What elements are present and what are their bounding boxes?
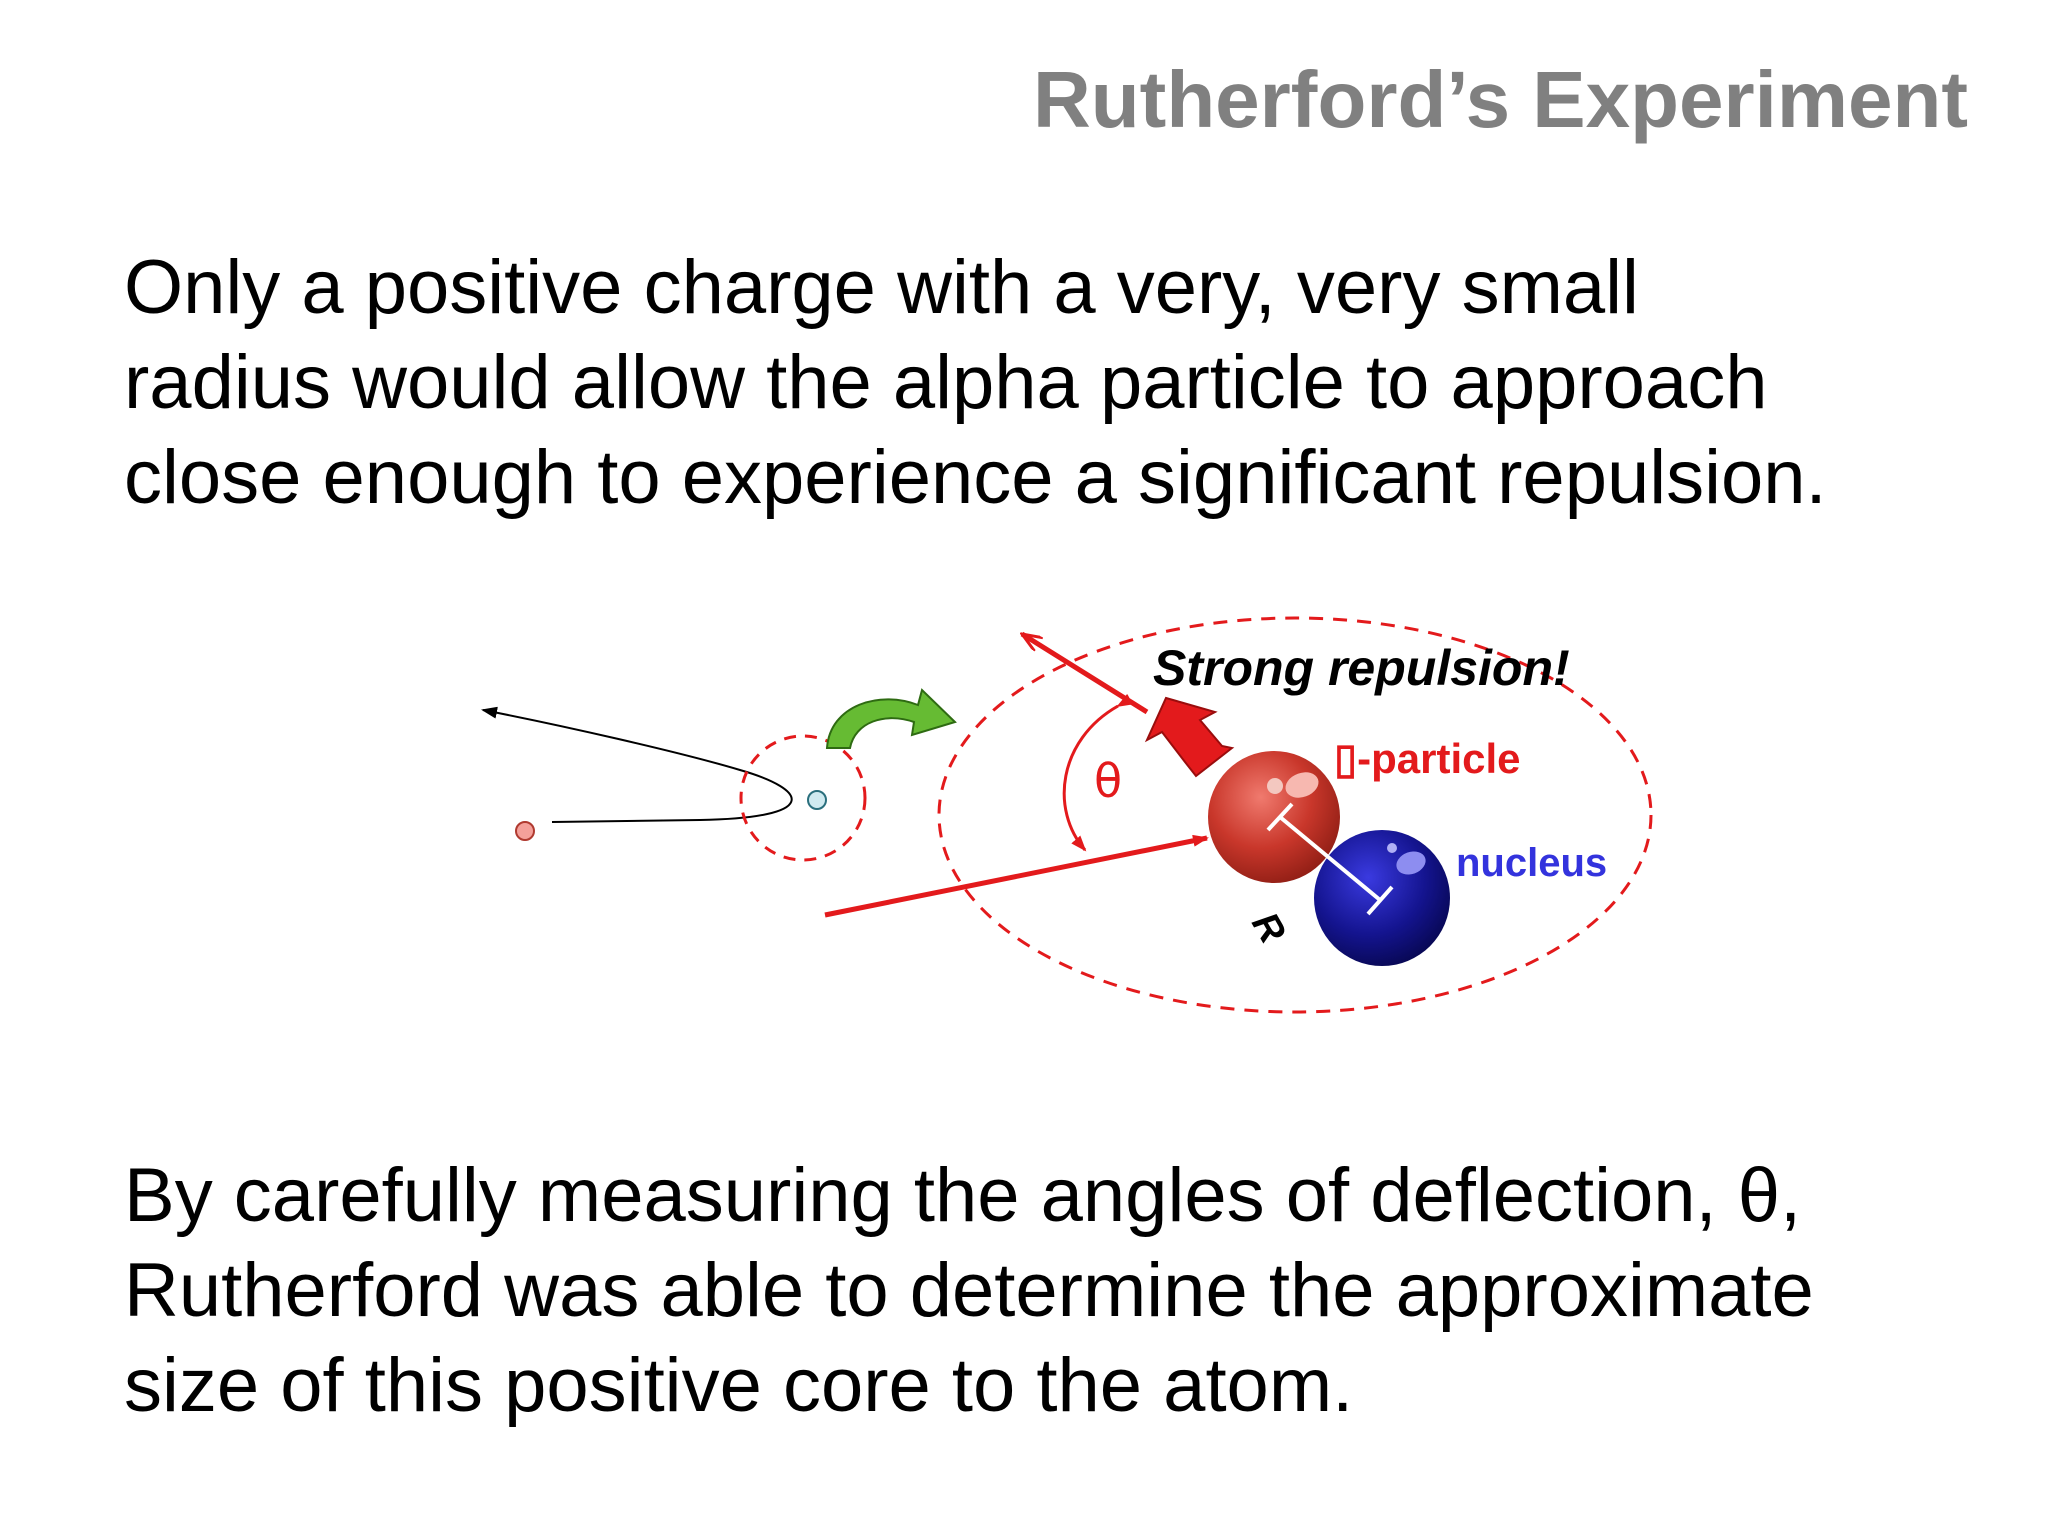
conclusion-line-1: By carefully measuring the angles of def… — [124, 1153, 1802, 1238]
intro-paragraph: Only a positive charge with a very, very… — [124, 240, 1984, 525]
alpha-particle-highlight — [1285, 772, 1319, 798]
nucleus-highlight-small — [1387, 843, 1397, 853]
nucleus-label: nucleus — [1456, 841, 1607, 885]
repulsion-arrow-icon — [1144, 696, 1235, 778]
deflected-path-arrow — [1022, 634, 1149, 715]
intro-line-1: Only a positive charge with a very, very… — [124, 245, 1639, 330]
theta-label: θ — [1094, 754, 1122, 808]
conclusion-paragraph: By carefully measuring the angles of def… — [124, 1148, 1984, 1433]
intro-line-3: close enough to experience a significant… — [124, 435, 1827, 520]
conclusion-line-3: size of this positive core to the atom. — [124, 1343, 1354, 1428]
incoming-path-arrow — [824, 834, 1209, 918]
alpha-particle-label: ▯-particle — [1334, 735, 1521, 782]
small-nucleus — [807, 790, 827, 810]
zoom-region-small-circle — [739, 734, 867, 862]
alpha-particle-highlight-small — [1267, 778, 1283, 794]
zoom-region-large-ellipse — [937, 616, 1653, 1014]
strong-repulsion-label: Strong repulsion! — [1153, 640, 1570, 696]
slide-title: Rutherford’s Experiment — [1033, 55, 1968, 144]
deflection-angle-arc — [1062, 693, 1134, 852]
nucleus-highlight — [1396, 851, 1426, 875]
conclusion-line-2: Rutherford was able to determine the app… — [124, 1248, 1814, 1333]
alpha-trajectory-line — [481, 706, 793, 823]
alpha-particle — [1208, 751, 1340, 883]
radius-label: R — [1243, 906, 1293, 951]
radius-dimension — [1266, 802, 1394, 916]
zoom-arrow-icon — [825, 688, 957, 749]
intro-line-2: radius would allow the alpha particle to… — [124, 340, 1768, 425]
small-scale-scattering — [481, 706, 867, 862]
small-alpha-particle — [515, 821, 535, 841]
